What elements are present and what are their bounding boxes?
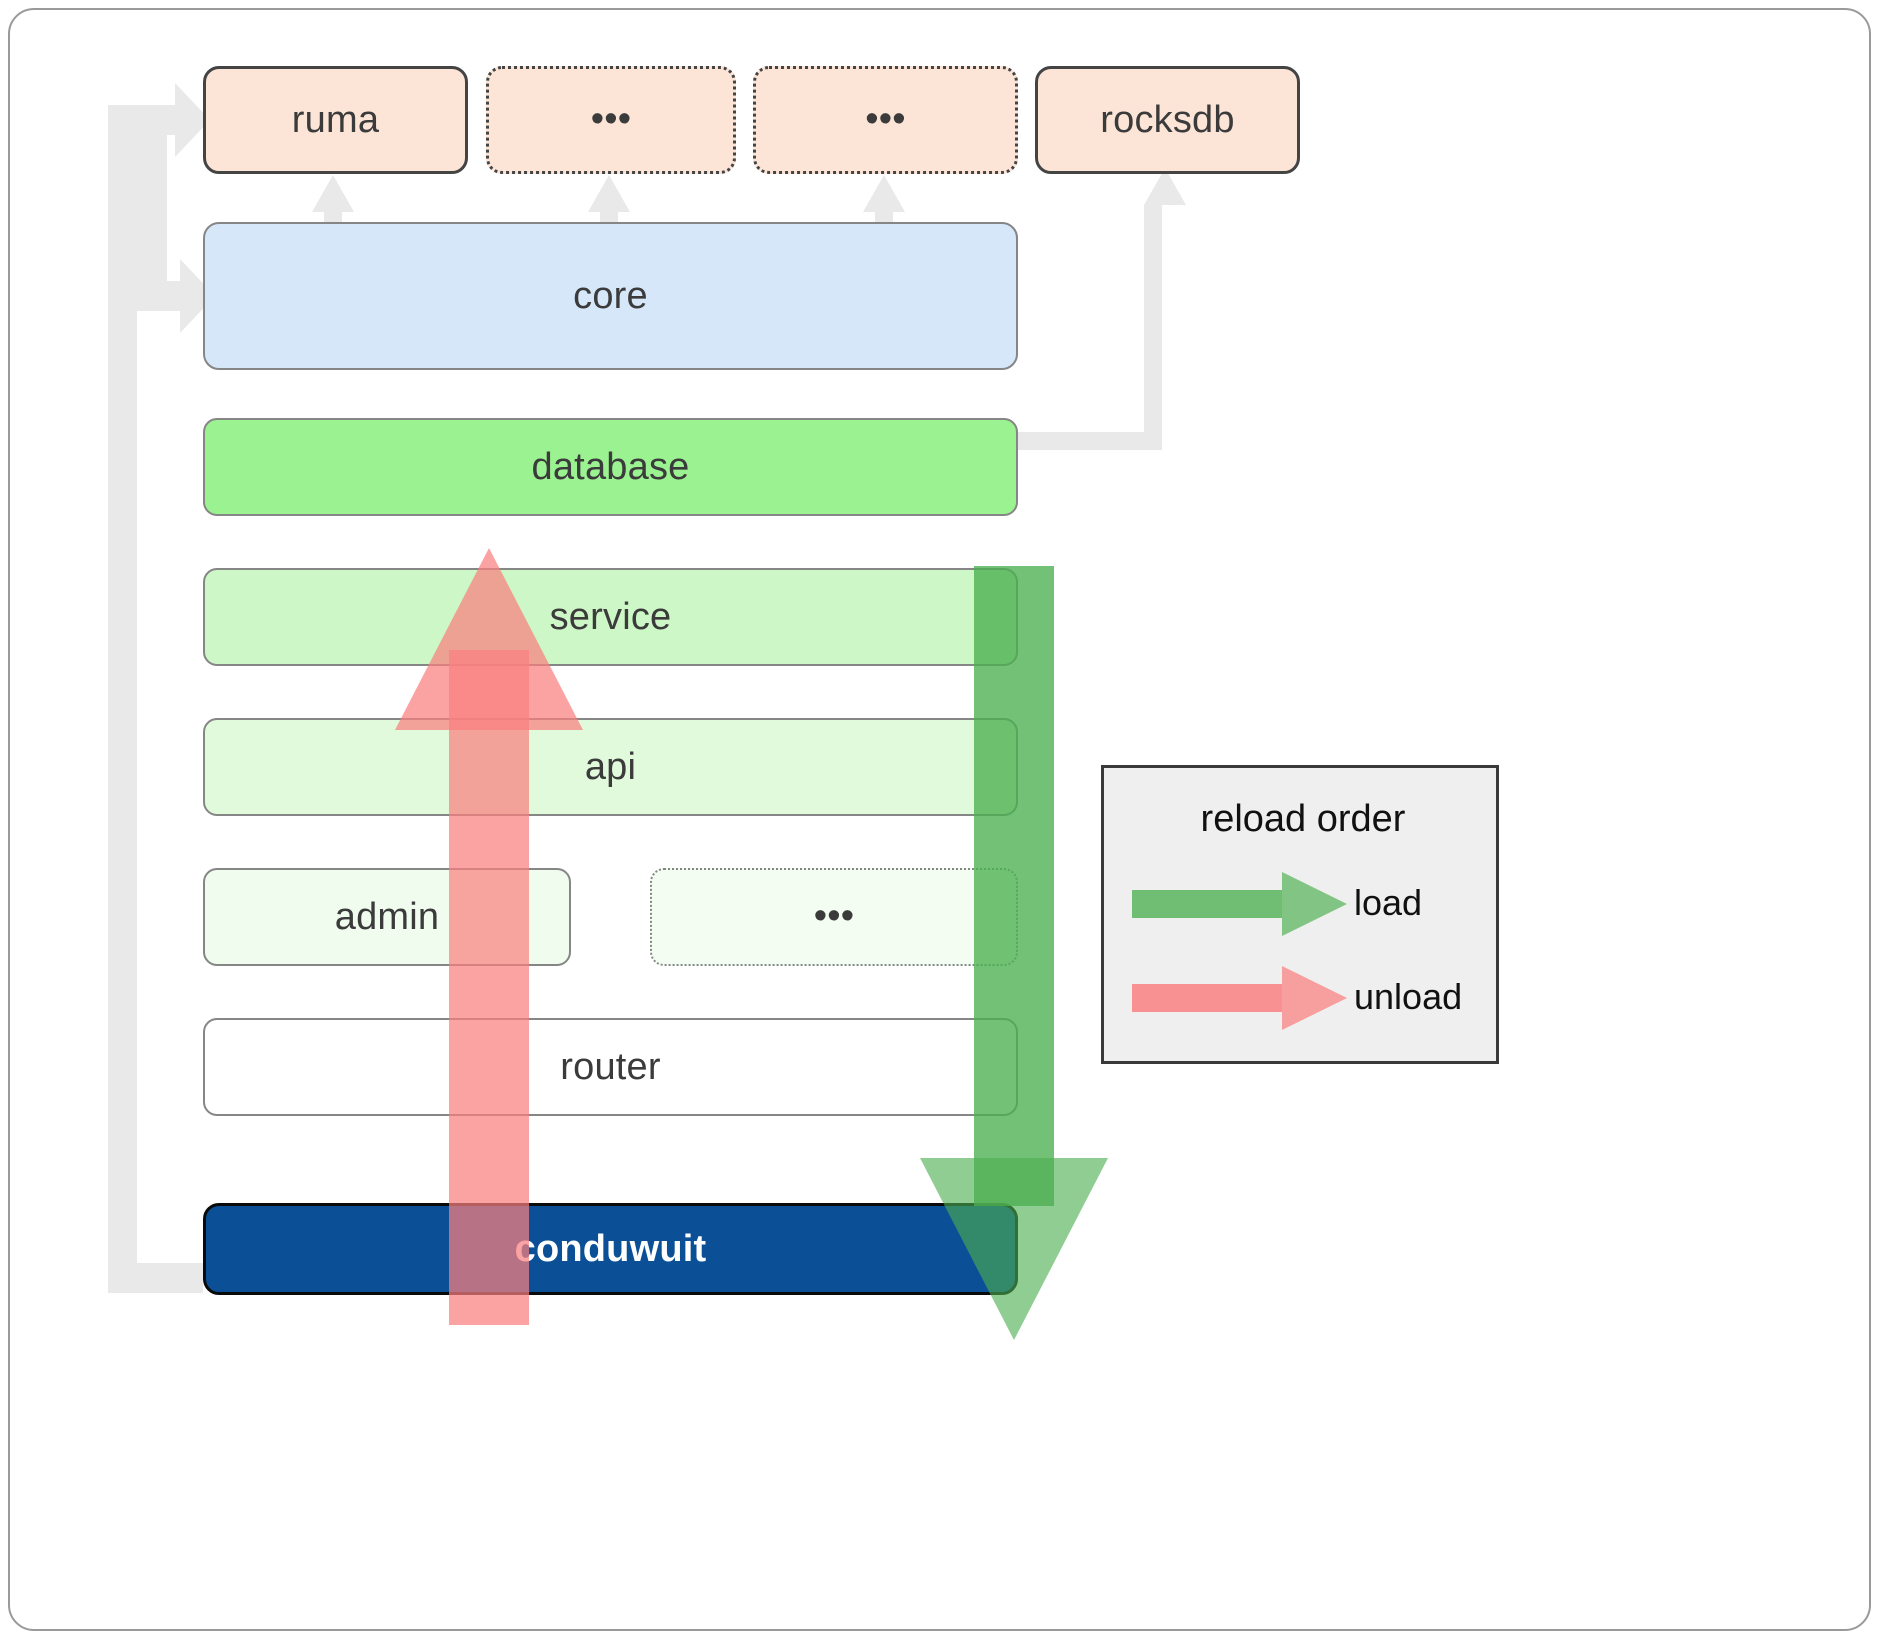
legend-row-load: load [1104, 864, 1502, 940]
layer-label-ellipsis: ••• [813, 895, 855, 938]
dependency-box-ellipsis-1[interactable]: ••• [486, 66, 736, 174]
layer-label-router: router [560, 1045, 661, 1088]
load-arrow-icon [1132, 872, 1347, 936]
dependency-box-ellipsis-2[interactable]: ••• [753, 66, 1018, 174]
legend-title: reload order [1200, 798, 1406, 840]
layer-box-router[interactable]: router [203, 1018, 1018, 1116]
dependency-label-ruma: ruma [291, 98, 380, 141]
legend-row-unload: unload [1104, 958, 1502, 1034]
layer-box-database[interactable]: database [203, 418, 1018, 516]
unload-arrow-icon [1132, 966, 1347, 1030]
layer-box-ellipsis[interactable]: ••• [650, 868, 1018, 966]
binary-label-conduwuit: conduwuit [514, 1227, 707, 1270]
layer-box-api[interactable]: api [203, 718, 1018, 816]
core-box[interactable]: core [203, 222, 1018, 370]
dependency-label-rocksdb: rocksdb [1100, 98, 1235, 141]
legend-label-unload: unload [1354, 976, 1463, 1017]
layer-label-service: service [549, 595, 672, 638]
layer-label-api: api [584, 745, 637, 788]
layer-label-database: database [531, 445, 690, 488]
layer-box-service[interactable]: service [203, 568, 1018, 666]
binary-box-conduwuit[interactable]: conduwuit [203, 1203, 1018, 1295]
legend-label-load: load [1354, 882, 1423, 923]
core-label: core [573, 274, 648, 317]
dependency-box-ruma[interactable]: ruma [203, 66, 468, 174]
legend-panel: reload order load unload [1101, 765, 1499, 1064]
layer-label-admin: admin [334, 895, 440, 938]
dependency-label-ellipsis-1: ••• [590, 98, 632, 141]
dependency-box-rocksdb[interactable]: rocksdb [1035, 66, 1300, 174]
dependency-label-ellipsis-2: ••• [865, 98, 906, 141]
layer-box-admin[interactable]: admin [203, 868, 571, 966]
